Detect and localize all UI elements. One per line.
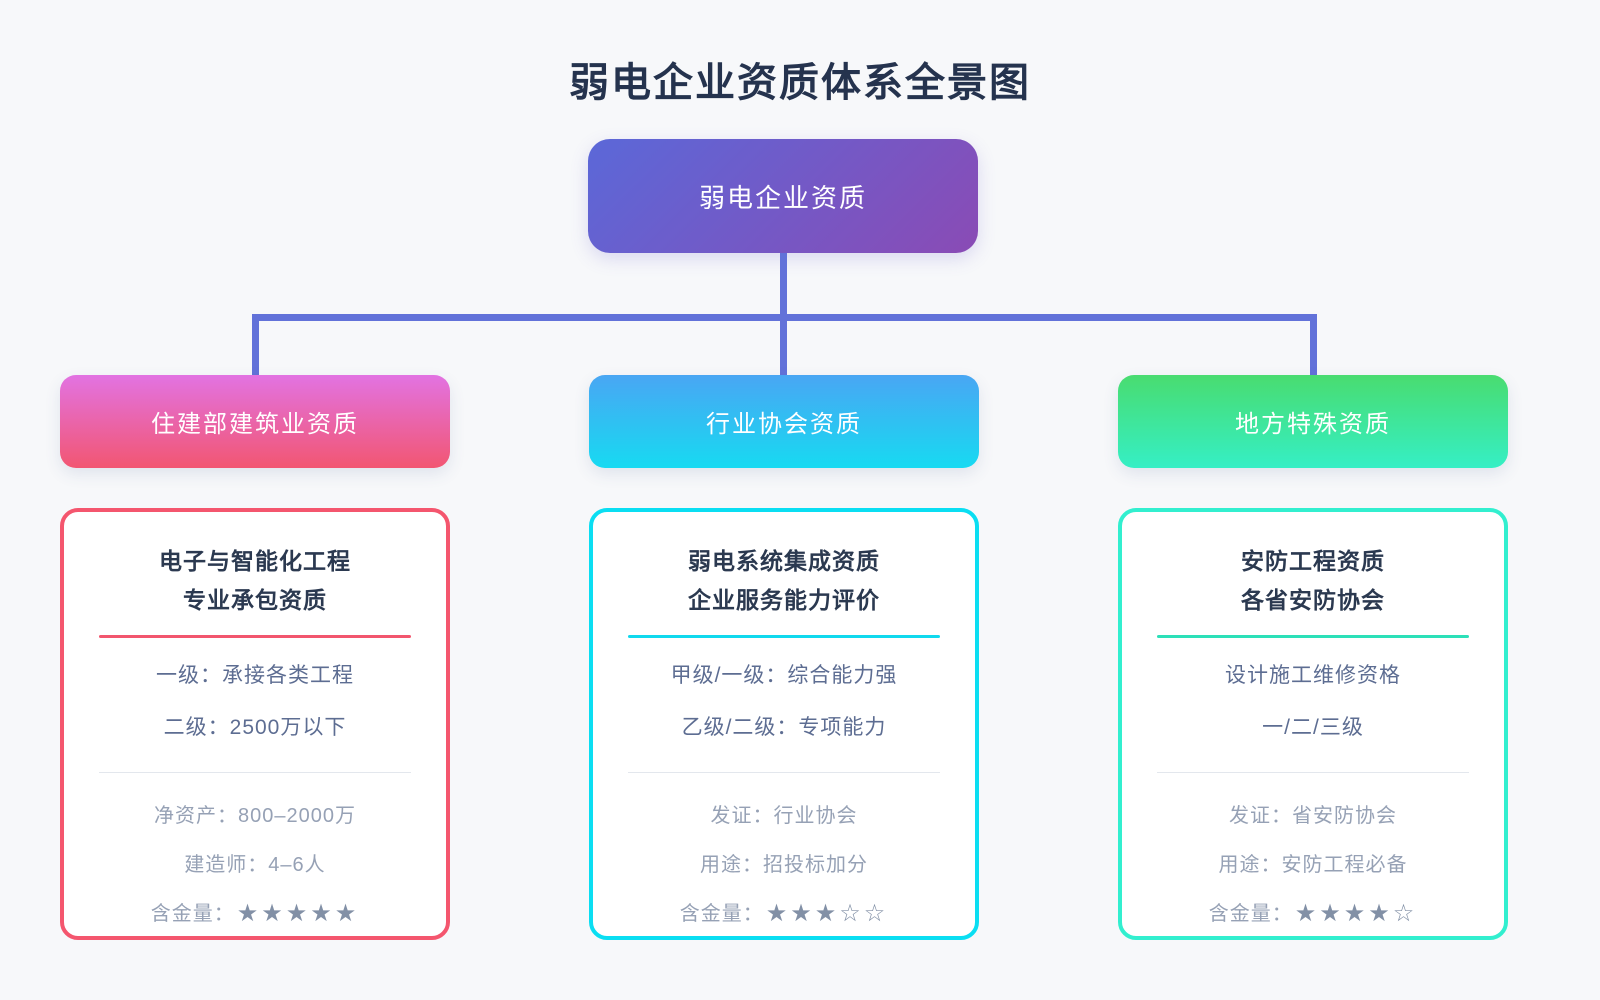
root-node-label: 弱电企业资质 <box>698 182 867 213</box>
card-title: 电子与智能化工程 专业承包资质 <box>159 542 351 620</box>
category-label: 住建部建筑业资质 <box>151 411 359 438</box>
card-title-line: 专业承包资质 <box>183 587 327 613</box>
card-title-line: 企业服务能力评价 <box>688 587 880 613</box>
card-divider <box>99 772 411 773</box>
card-title: 安防工程资质 各省安防协会 <box>1241 542 1385 620</box>
rating-row: 含金量： ★★★★☆ <box>1209 899 1418 929</box>
category-node: 行业协会资质 <box>589 375 979 468</box>
detail-card: 弱电系统集成资质 企业服务能力评价 甲级/一级：综合能力强 乙级/二级：专项能力… <box>589 508 979 940</box>
connector-trunk <box>780 253 787 321</box>
accent-underline <box>628 635 940 638</box>
connector-drop-right <box>1310 314 1317 375</box>
detail-card: 安防工程资质 各省安防协会 设计施工维修资格 一/二/三级 发证：省安防协会 用… <box>1118 508 1508 940</box>
meta-line: 用途：招投标加分 <box>700 854 868 876</box>
rating-label: 含金量： <box>1208 903 1293 925</box>
level-line: 一级：承接各类工程 <box>156 664 354 687</box>
meta-line: 净资产：800–2000万 <box>154 805 356 827</box>
card-divider <box>1157 772 1469 773</box>
detail-card: 电子与智能化工程 专业承包资质 一级：承接各类工程 二级：2500万以下 净资产… <box>60 508 450 940</box>
level-line: 二级：2500万以下 <box>163 716 347 739</box>
card-divider <box>628 772 940 773</box>
card-title-line: 安防工程资质 <box>1241 548 1385 574</box>
page-title: 弱电企业资质体系全景图 <box>569 61 1031 105</box>
rating-row: 含金量： ★★★★★ <box>151 899 360 929</box>
level-line: 一/二/三级 <box>1262 716 1364 739</box>
level-line: 乙级/二级：专项能力 <box>681 716 887 739</box>
accent-underline <box>99 635 411 638</box>
rating-label: 含金量： <box>679 903 764 925</box>
card-title-line: 弱电系统集成资质 <box>688 548 880 574</box>
rating-label: 含金量： <box>150 903 235 925</box>
rating-stars: ★★★★★ <box>236 900 360 927</box>
level-line: 设计施工维修资格 <box>1225 664 1401 687</box>
accent-underline <box>1157 635 1469 638</box>
meta-line: 用途：安防工程必备 <box>1218 854 1408 876</box>
card-title-line: 各省安防协会 <box>1241 587 1385 613</box>
card-title-line: 电子与智能化工程 <box>159 548 351 574</box>
category-label: 地方特殊资质 <box>1235 411 1391 438</box>
category-label: 行业协会资质 <box>706 411 862 438</box>
connector-drop-left <box>252 314 259 375</box>
rating-row: 含金量： ★★★☆☆ <box>680 899 889 929</box>
meta-line: 发证：省安防协会 <box>1229 805 1397 827</box>
category-node: 住建部建筑业资质 <box>60 375 450 468</box>
root-node: 弱电企业资质 <box>588 139 978 253</box>
level-line: 甲级/一级：综合能力强 <box>670 664 898 687</box>
card-title: 弱电系统集成资质 企业服务能力评价 <box>688 542 880 620</box>
rating-stars: ★★★☆☆ <box>765 900 889 927</box>
rating-stars: ★★★★☆ <box>1294 900 1418 927</box>
connector-drop-middle <box>780 314 787 375</box>
meta-line: 发证：行业协会 <box>710 805 858 827</box>
meta-line: 建造师：4–6人 <box>184 854 326 876</box>
category-node: 地方特殊资质 <box>1118 375 1508 468</box>
